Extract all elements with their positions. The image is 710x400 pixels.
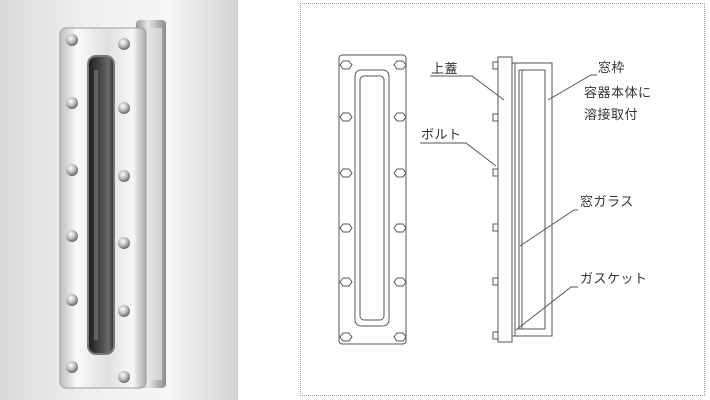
- leader-bolt: [420, 142, 497, 167]
- hexagon-bolt-head-icon: [393, 223, 407, 233]
- label-body-weld-line2: 溶接取付: [584, 107, 638, 123]
- bolt-stub-icon: [492, 331, 499, 340]
- label-bolt: ボルト: [421, 128, 462, 143]
- label-window-frame: 窓枠: [598, 60, 625, 76]
- drawing-panel: [300, 3, 705, 396]
- label-upper-lid: 上蓋: [431, 62, 458, 77]
- leader-gasket: [515, 286, 578, 331]
- photo-bolts: [66, 34, 130, 383]
- leader-upper-lid: [430, 75, 505, 101]
- bolt-stub-icon: [492, 223, 499, 232]
- sight-glass-photo: [0, 0, 238, 400]
- side-view-bolts: [492, 61, 499, 340]
- hexagon-bolt-head-icon: [393, 60, 407, 70]
- side-view-frame-outer: [511, 62, 553, 337]
- hexagon-bolt-head-icon: [393, 168, 407, 178]
- hexagon-bolt-head-icon: [339, 60, 353, 70]
- bolt-stub-icon: [492, 113, 499, 122]
- leader-window-glass: [519, 209, 578, 247]
- label-window-glass: 窓ガラス: [580, 194, 634, 210]
- front-view-bolts: [339, 60, 407, 342]
- hexagon-bolt-head-icon: [339, 168, 353, 178]
- labels: 上蓋 窓枠 容器本体に 溶接取付 ボルト 窓ガラス ガスケット: [421, 60, 652, 287]
- hexagon-bolt-head-icon: [339, 332, 353, 342]
- hexagon-bolt-head-icon: [339, 277, 353, 287]
- hexagon-bolt-head-icon: [393, 332, 407, 342]
- front-view-lid-outline: [338, 54, 407, 345]
- front-view-window-opening: [354, 69, 390, 327]
- label-gasket: ガスケット: [580, 272, 648, 287]
- side-view-frame-inner: [518, 69, 546, 330]
- side-view: [492, 56, 553, 343]
- hexagon-bolt-head-icon: [339, 223, 353, 233]
- side-view-lid: [497, 56, 513, 343]
- label-body-weld-line1: 容器本体に: [584, 85, 652, 101]
- hexagon-bolt-head-icon: [393, 112, 407, 122]
- hexagon-bolt-head-icon: [393, 277, 407, 287]
- leader-window-frame: [547, 74, 597, 101]
- hexagon-bolt-head-icon: [339, 112, 353, 122]
- bolt-stub-icon: [492, 61, 499, 70]
- bolt-stub-icon: [492, 277, 499, 286]
- leader-lines: [420, 74, 597, 331]
- front-view: [338, 54, 407, 345]
- bolt-stub-icon: [492, 168, 499, 177]
